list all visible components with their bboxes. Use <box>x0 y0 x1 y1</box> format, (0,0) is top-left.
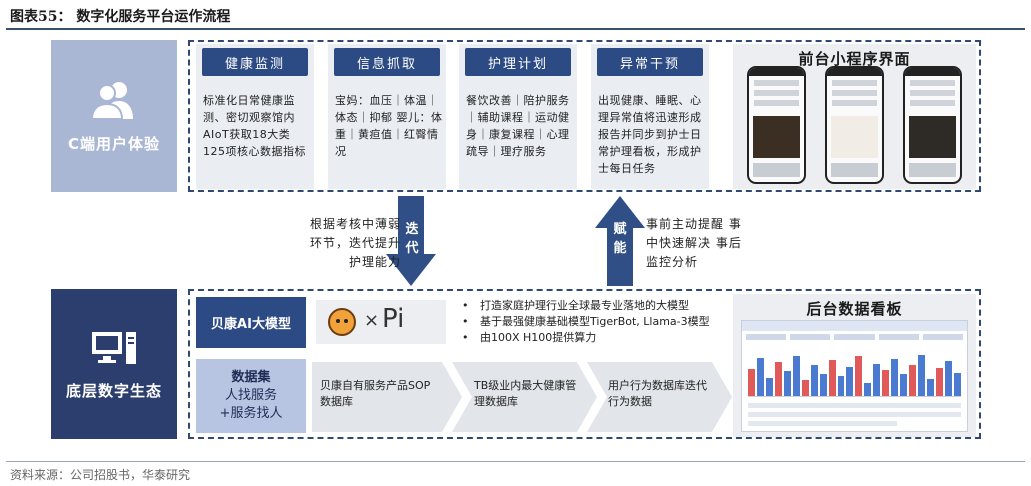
source-note: 资料来源：公司招股书，华泰研究 <box>10 468 191 482</box>
dashboard-thumbnail-bar <box>909 365 917 396</box>
digital-ecosystem-label: 底层数字生态 <box>65 381 162 400</box>
module-health-monitoring: 健康监测 标准化日常健康监测、密切观察馆内AIoT获取18大类125项核心数据指… <box>196 44 314 189</box>
iterate-description: 根据考核中薄弱环节，迭代提升护理能力 <box>309 217 401 269</box>
dashboard-thumbnail-bar <box>927 378 935 396</box>
module-text: 标准化日常健康监测、密切观察馆内AIoT获取18大类125项核心数据指标 <box>203 94 306 158</box>
iterate-down-arrow <box>386 196 436 286</box>
dataset-label-line: +服务找人 <box>219 406 283 421</box>
dashboard-thumbnail-bar <box>810 364 818 396</box>
dashboard-thumbnail-bar <box>828 360 836 396</box>
dashboard-thumbnail-bar <box>944 360 952 396</box>
dashboard-thumbnail-bar <box>900 374 908 396</box>
model-bullets: 打造家庭护理行业全球最专业落地的大模型 基于最强健康基础模型TigerBot, … <box>462 298 710 346</box>
title-rule <box>6 28 1025 30</box>
module-title: 健康监测 <box>202 48 308 76</box>
tiger-logo-icon <box>328 308 356 336</box>
dashboard-thumbnail-bar <box>891 359 899 396</box>
c-end-user-panel: C端用户体验 <box>51 40 177 192</box>
bullet-item: 打造家庭护理行业全球最专业落地的大模型 <box>462 298 710 314</box>
module-anomaly-intervention: 异常干预 出现健康、睡眠、心理异常值将迅速形成报告并同步到护士日常护理看板，形成… <box>591 44 709 189</box>
c-end-user-label: C端用户体验 <box>67 134 160 153</box>
module-care-plan: 护理计划 餐饮改善｜陪护服务｜辅助课程｜运动健身｜康复课程｜心理疏导｜理疗服务 <box>459 44 577 189</box>
chevron-text: TB级业内最大健康管理数据库 <box>474 379 577 408</box>
module-text: 宝妈：血压｜体温｜体态｜抑郁 婴儿：体重｜黄疸值｜红臀情况 <box>335 94 443 158</box>
bottom-dashed-frame <box>188 289 981 439</box>
mini-program-preview: 前台小程序界面 <box>733 44 976 189</box>
footer-rule <box>6 461 1025 462</box>
preview-title: 后台数据看板 <box>806 300 903 318</box>
chevron-text: 贝康自有服务产品SOP数据库 <box>320 379 431 408</box>
dashboard-screenshot <box>741 320 968 432</box>
bullet-item: 由100X H100提供算力 <box>462 330 710 346</box>
module-title: 护理计划 <box>465 48 571 76</box>
dataset-label-line: 人找服务 <box>224 388 277 403</box>
module-text: 出现健康、睡眠、心理异常值将迅速形成报告并同步到护士日常护理看板，形成护士每日任… <box>598 94 702 175</box>
chevron-text: 用户行为数据库迭代行为数据 <box>608 379 707 408</box>
dashboard-thumbnail-bar <box>855 356 863 396</box>
dashboard-thumbnail-bar <box>748 369 755 396</box>
dataset-label: 数据集 人找服务 +服务找人 <box>196 359 306 433</box>
dashboard-thumbnail-bar <box>819 373 827 396</box>
preview-title: 前台小程序界面 <box>798 50 911 68</box>
phone-screenshot <box>747 66 806 184</box>
figure-title: 图表55： 数字化服务平台运作流程 <box>10 9 231 25</box>
dashboard-thumbnail-bar <box>864 382 872 396</box>
module-title: 异常干预 <box>597 48 703 76</box>
top-dashed-frame <box>188 40 981 192</box>
module-title: 信息抓取 <box>334 48 440 76</box>
module-text: 餐饮改善｜陪护服务｜辅助课程｜运动健身｜康复课程｜心理疏导｜理疗服务 <box>466 94 570 158</box>
empower-up-arrow <box>595 196 645 286</box>
backend-dashboard-preview: 后台数据看板 <box>733 294 976 437</box>
bullet-item: 基于最强健康基础模型TigerBot, Llama-3模型 <box>462 314 710 330</box>
dashboard-thumbnail-bar <box>918 354 926 396</box>
dashboard-thumbnail-bar <box>783 371 791 396</box>
empower-arrow-text: 赋能 <box>613 222 627 256</box>
dashboard-thumbnail-bar <box>873 363 881 396</box>
ai-model-label: 贝康AI大模型 <box>196 297 306 348</box>
phone-screenshot <box>903 66 962 184</box>
users-icon <box>90 81 133 120</box>
dashboard-thumbnail-bar <box>936 368 943 396</box>
pi-logo: Pi <box>382 304 405 334</box>
dashboard-thumbnail-bar <box>792 355 800 396</box>
phone-screenshot <box>825 66 884 184</box>
dashboard-thumbnail-bar <box>953 372 961 396</box>
dataset-label-line: 数据集 <box>231 370 271 385</box>
empower-description: 事前主动提醒 事中快速解决 事后监控分析 <box>646 217 742 269</box>
digital-ecosystem-panel: 底层数字生态 <box>51 289 177 439</box>
computer-icon <box>92 331 136 364</box>
dashboard-thumbnail-bar <box>801 380 809 396</box>
dashboard-thumbnail-bar <box>774 362 782 396</box>
logo-times-sign: × <box>364 310 380 331</box>
dashboard-thumbnail-bar <box>765 378 773 396</box>
dashboard-thumbnail-bar <box>846 366 854 396</box>
module-info-capture: 信息抓取 宝妈：血压｜体温｜体态｜抑郁 婴儿：体重｜黄疸值｜红臀情况 <box>328 44 446 189</box>
dataset-chevrons <box>312 362 732 432</box>
dashboard-thumbnail-bar <box>837 375 845 396</box>
iterate-arrow-text: 迭代 <box>405 222 419 256</box>
model-logos: × Pi <box>316 300 446 344</box>
dashboard-thumbnail-bar <box>756 357 764 396</box>
dashboard-thumbnail-bar <box>882 369 890 396</box>
